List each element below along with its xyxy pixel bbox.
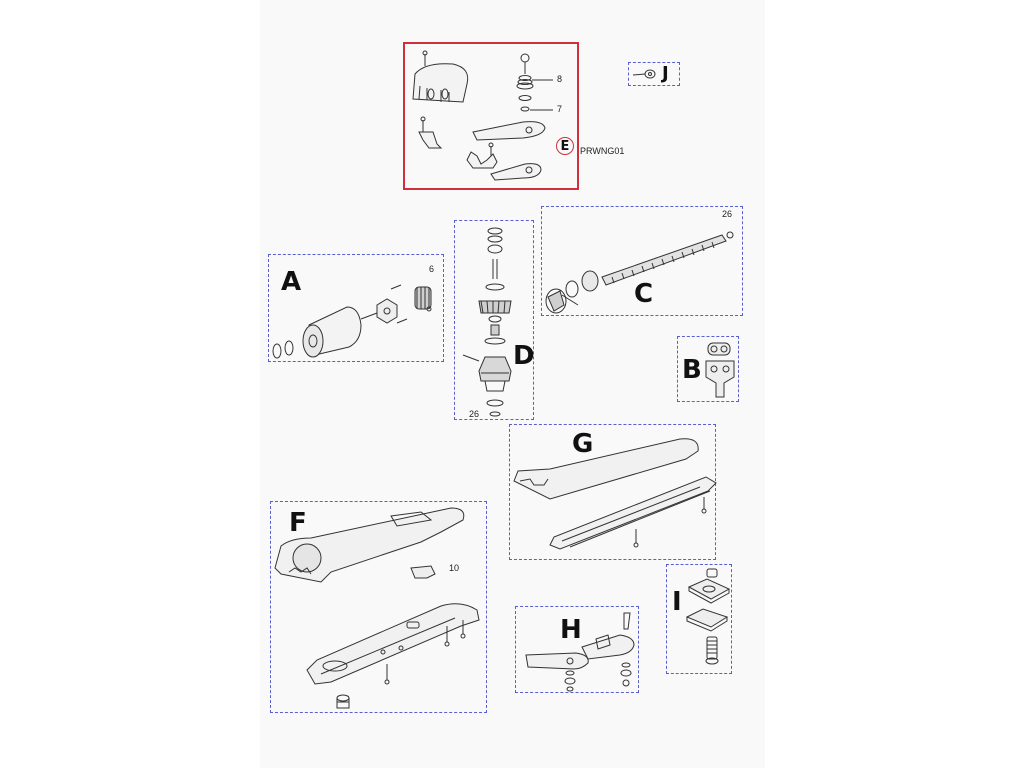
- group-g-box[interactable]: G: [509, 424, 716, 560]
- group-a-parts-drawing: [269, 255, 445, 363]
- callout-6: 6: [429, 264, 435, 274]
- group-a-box[interactable]: A 6: [268, 254, 444, 362]
- group-a-letter: A: [281, 267, 302, 297]
- group-b-parts-drawing: [678, 337, 740, 403]
- callout-8: 8: [557, 74, 563, 84]
- group-j-letter: J: [662, 63, 669, 84]
- group-c-parts-drawing: [542, 207, 744, 317]
- callout-26-c: 26: [722, 209, 733, 219]
- group-g-letter: G: [572, 429, 594, 459]
- group-b-letter: B: [682, 355, 702, 385]
- group-d-parts-drawing: [455, 221, 535, 421]
- group-c-box[interactable]: 26 C: [541, 206, 743, 316]
- group-f-letter: F: [289, 508, 307, 538]
- group-c-letter: C: [634, 279, 654, 309]
- group-i-box[interactable]: I: [666, 564, 732, 674]
- group-g-parts-drawing: [510, 425, 717, 561]
- group-h-parts-drawing: [516, 607, 640, 694]
- group-d-letter: D: [513, 341, 535, 371]
- callout-10: 10: [449, 563, 460, 573]
- group-b-box[interactable]: B: [677, 336, 739, 402]
- group-j-box[interactable]: J: [628, 62, 680, 86]
- group-h-letter: H: [560, 615, 582, 645]
- callout-7: 7: [557, 104, 563, 114]
- group-f-box[interactable]: F 10: [270, 501, 487, 713]
- group-i-parts-drawing: [667, 565, 733, 675]
- group-d-box[interactable]: D 26: [454, 220, 535, 421]
- group-h-box[interactable]: H: [515, 606, 639, 693]
- group-e-product-code: PRWNG01: [580, 146, 625, 156]
- group-e-letter: E: [556, 137, 574, 155]
- group-e-parts-drawing: [405, 44, 581, 192]
- group-i-letter: I: [672, 587, 682, 617]
- group-f-parts-drawing: [271, 502, 488, 714]
- group-j-parts-drawing: [629, 63, 681, 87]
- group-e-box[interactable]: 8 7 E: [403, 42, 579, 190]
- callout-26-d: 26: [469, 409, 480, 419]
